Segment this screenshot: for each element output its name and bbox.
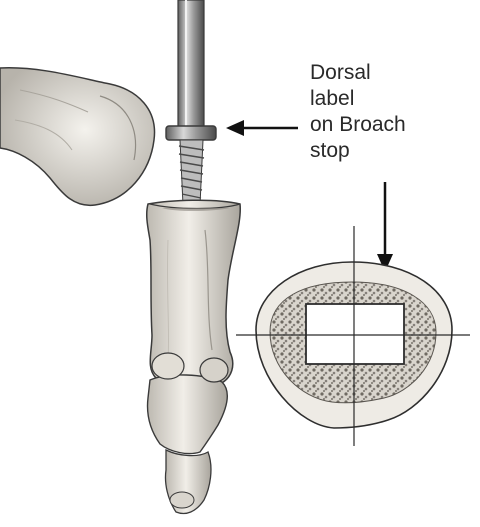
callout-arrow-vertical [377, 182, 393, 272]
broach-stop [166, 126, 216, 140]
broach-canal [306, 304, 404, 364]
distal-phalanx [165, 450, 210, 514]
callout-line-1: Dorsal [310, 60, 406, 86]
callout-line-4: stop [310, 138, 406, 164]
callout-line-2: label [310, 86, 406, 112]
metatarsal-head [0, 68, 155, 206]
broach-threaded-tip [179, 140, 204, 205]
callout-arrow-horizontal [226, 120, 298, 136]
callout-line-3: on Broach [310, 112, 406, 138]
dorsal-label-callout: Dorsal label on Broach stop [310, 60, 406, 164]
broach-rod [178, 0, 204, 128]
